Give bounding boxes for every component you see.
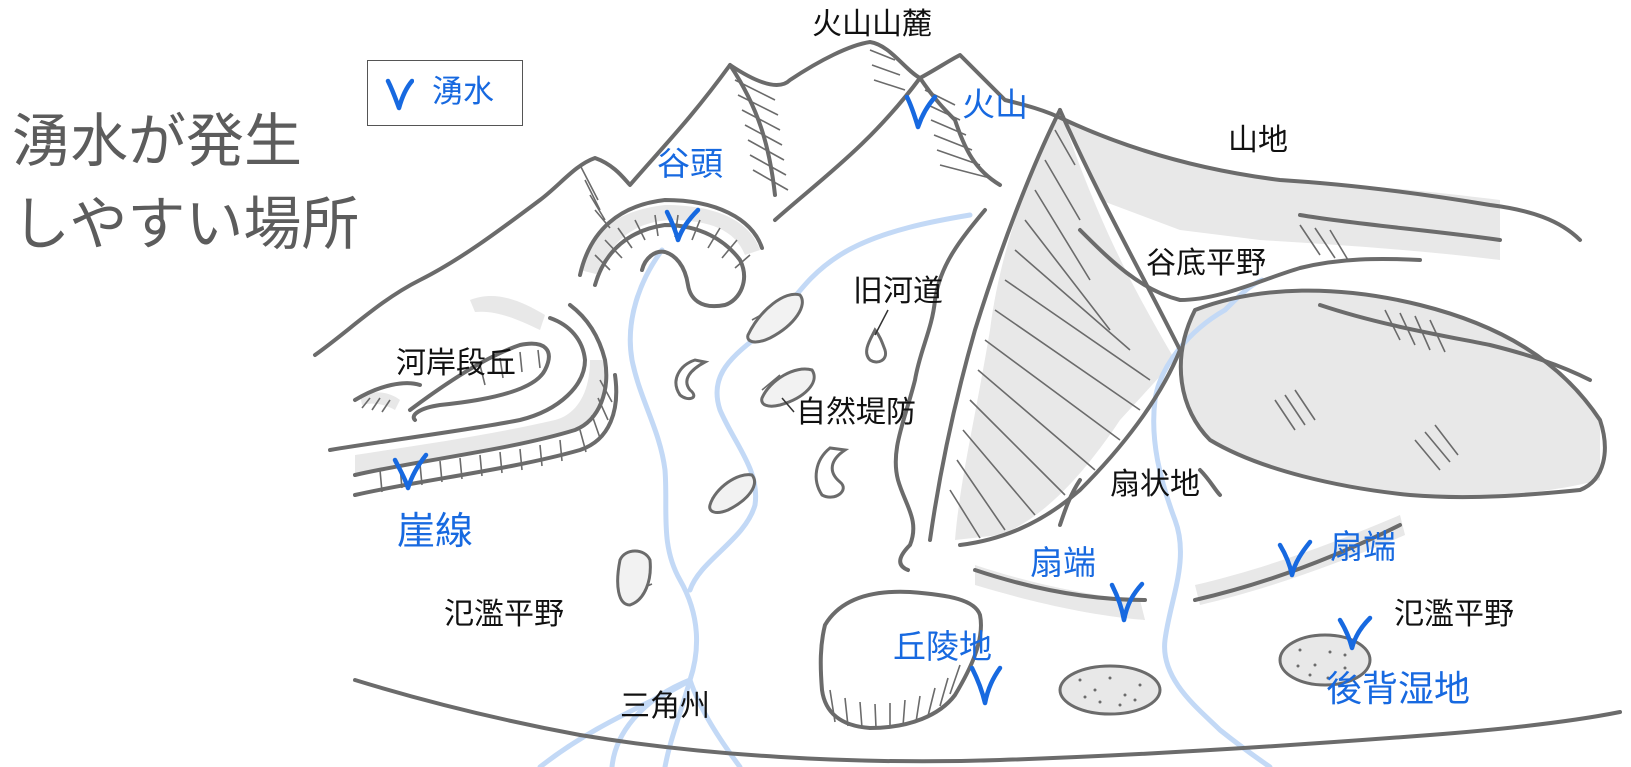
shade-terrace-left (470, 295, 545, 330)
delta-branch-right (687, 677, 743, 767)
legend-box: 湧水 (367, 60, 523, 126)
levee-2 (760, 367, 816, 408)
label-river-terrace: 河岸段丘 (396, 346, 516, 381)
terrace-middle (328, 316, 587, 452)
label-mountain: 山地 (1228, 123, 1288, 158)
legend-label: 湧水 (432, 74, 494, 110)
label-fan-end-left: 扇端 (1030, 543, 1096, 582)
fan-small-line-2 (1198, 468, 1222, 497)
spring-symbol-volcano (904, 94, 938, 130)
rivers (537, 212, 1273, 767)
levee-1 (746, 292, 804, 344)
volcano-left-slope (728, 63, 777, 197)
valley-floor-plain (1078, 228, 1422, 302)
slope-hatching (361, 49, 1459, 729)
delta-branch-mid (609, 677, 693, 767)
hatch-valley-head (594, 214, 751, 271)
title-line-1: 湧水が発生 (12, 107, 303, 175)
hatch-volcano-left (734, 79, 789, 191)
hatch-volcano-top (869, 49, 906, 91)
right-hill-outline (1178, 288, 1607, 500)
spring-symbol-fan-right (1277, 539, 1313, 578)
levees-and-oxbows (616, 292, 1372, 716)
label-fan-end-right: 扇端 (1330, 527, 1396, 566)
label-volcano-foot: 火山山麓 (812, 7, 932, 42)
spring-symbol-valley-head (664, 207, 701, 243)
hatch-left-peak (579, 164, 611, 229)
valley-head-inner (593, 223, 746, 309)
backmarsh-left (1058, 664, 1162, 716)
label-alluvial-fan: 扇状地 (1110, 467, 1200, 502)
hatch-hills (829, 664, 961, 729)
label-valley-plain: 谷底平野 (1146, 246, 1266, 281)
label-cliff-line: 崖線 (397, 509, 474, 553)
shade-cliff-band (355, 360, 607, 475)
hatch-terrace-lower (379, 379, 613, 493)
backmarsh-dots (1078, 648, 1347, 707)
spring-symbol-backmarsh (1337, 615, 1373, 651)
levee-3 (708, 473, 756, 514)
shade-big-mountain (955, 110, 1175, 540)
label-backmarsh: 後背湿地 (1326, 669, 1471, 710)
label-delta: 三角州 (620, 689, 710, 724)
hatch-terrace-upper (479, 349, 541, 386)
label-floodplain-right: 氾濫平野 (1394, 597, 1514, 632)
center-ridge (893, 208, 987, 572)
label-valley-head: 谷頭 (657, 144, 723, 183)
hatch-right-ridge (1299, 224, 1349, 261)
shade-right-hill (1180, 290, 1600, 497)
mountain-skyline (313, 40, 1582, 357)
levee-4 (616, 549, 652, 607)
main-river-right (687, 212, 973, 593)
spring-symbol-hills (969, 665, 1003, 706)
title-line-2: しやすい場所 (12, 190, 360, 258)
terrain-outlines (313, 40, 1622, 764)
shade-small-ridge (360, 392, 400, 410)
shade-valley-head (580, 205, 760, 275)
hatch-left-small (361, 397, 391, 413)
right-ridge-line (1318, 303, 1592, 382)
valley-head-outer (578, 198, 764, 277)
hatch-volcano-right (924, 89, 991, 179)
hatch-big-mountain (949, 129, 1151, 539)
hatch-right-hill-1 (1384, 309, 1446, 353)
fan-arc-left (973, 568, 1147, 602)
label-old-river-channel: 旧河道 (853, 274, 943, 309)
hills-outline (818, 589, 983, 730)
ground-line (353, 678, 1622, 764)
oxbow-3 (814, 446, 850, 499)
volcano-main (773, 76, 1002, 222)
label-floodplain-left: 氾濫平野 (444, 597, 564, 632)
label-volcano: 火山 (962, 85, 1028, 124)
label-natural-levee: 自然堤防 (796, 395, 916, 430)
spring-symbol-fan-left (1109, 581, 1145, 623)
big-mountain-right (958, 108, 1182, 547)
side-river (1151, 307, 1273, 767)
left-ridge-top (353, 381, 422, 402)
spring-symbols (392, 94, 1373, 706)
oxbow-1 (674, 358, 710, 401)
oxbow-2 (865, 327, 888, 364)
backmarsh-right (1278, 633, 1372, 687)
hatch-right-hill-2 (1274, 389, 1316, 431)
hatch-right-hill-3 (1414, 424, 1459, 471)
spring-symbol-cliff (392, 452, 429, 491)
fan-small-line (1058, 478, 1082, 527)
terrace-lower (353, 303, 609, 477)
terrace-upper (408, 341, 551, 422)
big-mountain-left (928, 108, 1062, 542)
right-upper-ridge (1298, 213, 1502, 242)
spring-symbol-icon (385, 78, 414, 111)
label-hills: 丘陵地 (893, 627, 992, 666)
